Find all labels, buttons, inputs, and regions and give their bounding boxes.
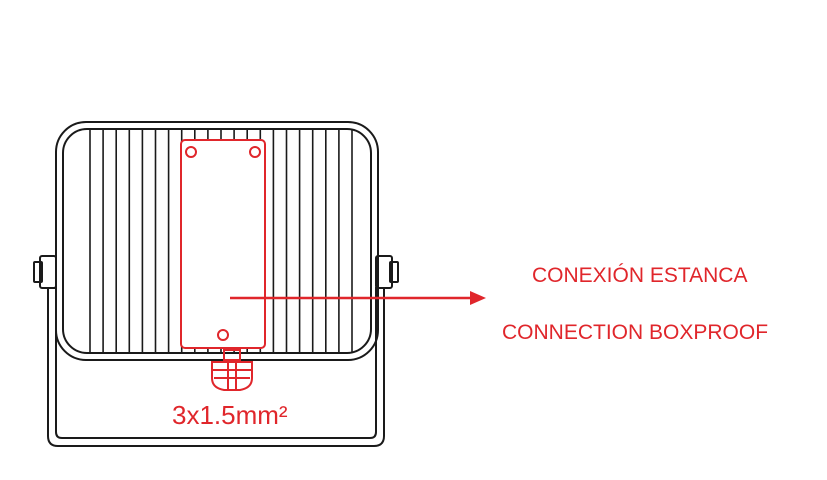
- wire-spec-label: 3x1.5mm²: [172, 400, 288, 430]
- screw-bottom: [217, 329, 229, 341]
- screw-top-left: [185, 146, 197, 158]
- right-pivot-knob: [375, 255, 399, 289]
- left-pivot-knob: [33, 255, 57, 289]
- connection-box: [180, 139, 266, 349]
- arrow-head-icon: [470, 291, 486, 305]
- screw-top-right: [249, 146, 261, 158]
- connection-box-screws: [185, 146, 261, 341]
- callout-arrow: [230, 291, 486, 305]
- housing-body: [55, 121, 379, 361]
- cable-gland: [211, 349, 253, 391]
- connection-label-en: CONNECTION BOXPROOF: [502, 321, 769, 344]
- connection-label-es: CONEXIÓN ESTANCA: [532, 264, 748, 287]
